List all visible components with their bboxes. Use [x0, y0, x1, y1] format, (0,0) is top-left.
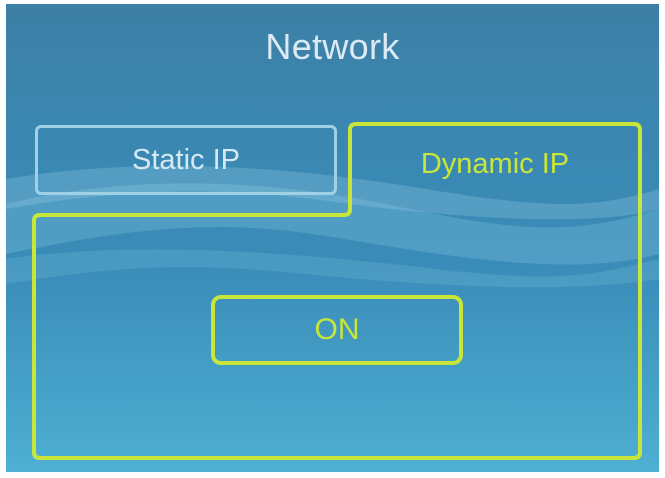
page-title: Network — [265, 26, 400, 67]
tab-static-ip[interactable]: Static IP — [35, 125, 337, 195]
dynamic-ip-on-button[interactable]: ON — [211, 295, 463, 365]
tab-dynamic-ip[interactable]: Dynamic IP — [420, 147, 570, 180]
network-screen: Network Static IP Dynamic IP ON — [6, 4, 659, 472]
